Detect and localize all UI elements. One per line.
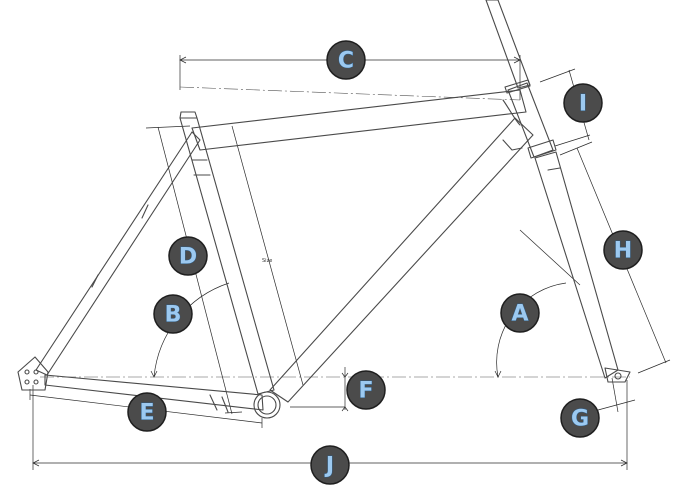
badge-j: J [310, 445, 350, 485]
fork [534, 151, 619, 379]
badge-h-label: H [614, 239, 632, 264]
badge-e: E [127, 392, 167, 432]
steerer [485, 0, 531, 89]
badge-d-label: D [179, 245, 197, 270]
badge-d: D [168, 236, 208, 276]
badge-a-label: A [511, 302, 528, 327]
badge-g-label: G [571, 407, 589, 432]
chain-stay [44, 374, 264, 411]
badge-b-label: B [165, 303, 182, 328]
badge-a: A [500, 293, 540, 333]
badge-h: H [603, 230, 643, 270]
badge-j-label: J [324, 454, 334, 479]
frame-tubes [17, 0, 631, 419]
badge-f: F [346, 370, 386, 410]
bottom-bracket [253, 391, 281, 419]
size-label: Size [262, 258, 272, 264]
head-tube [507, 82, 554, 158]
badge-i-label: I [579, 92, 587, 117]
seat-tube [179, 117, 275, 395]
rear-dropout [17, 356, 49, 391]
badge-i: I [563, 83, 603, 123]
badge-g: G [560, 398, 600, 438]
badge-c: C [326, 40, 366, 80]
badge-e-label: E [139, 401, 154, 426]
down-tube [269, 117, 534, 403]
badge-b: B [153, 294, 193, 334]
badge-c-label: C [338, 49, 354, 74]
badge-f-label: F [358, 379, 373, 404]
top-tube [191, 89, 527, 151]
